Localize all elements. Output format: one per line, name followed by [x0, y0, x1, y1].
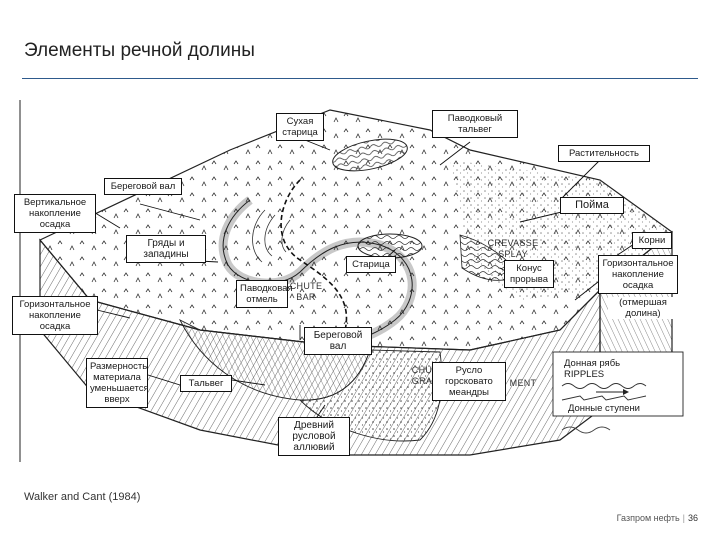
label-old-meander-bed: Русло горсковато меандры [432, 362, 506, 401]
label-roots: Корни [632, 232, 672, 249]
label-vegetation: Растительность [558, 145, 650, 162]
label-levee-bottom: Береговой вал [304, 327, 372, 355]
label-oxbow: Старица [346, 256, 396, 273]
label-vertical-accretion: Вертикальное накопление осадка [14, 194, 96, 233]
steps-sketch [561, 395, 647, 401]
label-sediment: MENT [509, 378, 537, 388]
label-fining-upward: Размерность материала уменьшается вверх [86, 358, 149, 408]
label-chute-gravel: CHU GRA [411, 365, 433, 386]
label-breach-fan: Конус прорыва [504, 260, 554, 288]
label-crevasse-splay: CREVASSE SPLAY [487, 238, 539, 259]
dry-oxbow-lake [332, 138, 408, 172]
footer-company: Газпром нефть [616, 513, 680, 523]
footer-separator: | [682, 513, 685, 523]
label-floodplain: Пойма [560, 197, 624, 214]
page-number: 36 [687, 513, 698, 523]
thalweg-line [280, 179, 348, 346]
label-lateral-accretion-right: Горизонтальное накопление осадка [598, 255, 678, 294]
ripples-sketch [561, 383, 647, 389]
title-divider [22, 78, 698, 79]
label-thalweg: Тальвег [180, 375, 232, 392]
label-dry-oxbow: Сухая старица [276, 113, 324, 141]
label-chute-bar: CHUTE BAR [289, 281, 323, 302]
label-lateral-accretion: Горизонтальное накопление осадка [12, 296, 98, 335]
label-ancient-alluvium: Древний русловой аллювий [278, 417, 350, 456]
source-citation: Walker and Cant (1984) [24, 491, 141, 503]
footer: Газпром нефть|36 [617, 513, 698, 523]
label-bottom-steps: Донные ступени [567, 403, 640, 414]
label-flood-bar: Паводковая отмель [236, 280, 293, 308]
point-bar-scrolls [252, 209, 291, 263]
label-levee-top: Береговой вал [104, 178, 182, 195]
label-dead-valley: (отмершая долина) [608, 297, 678, 319]
label-ridges-swales: Гряды и западины [126, 235, 206, 263]
page-title: Элементы речной долины [24, 40, 255, 61]
label-flood-thalweg: Паводковый тальвег [432, 110, 518, 138]
lower-ripples-sketch [561, 426, 611, 434]
label-bottom-ripples: Донная рябь RIPPLES [564, 358, 621, 380]
